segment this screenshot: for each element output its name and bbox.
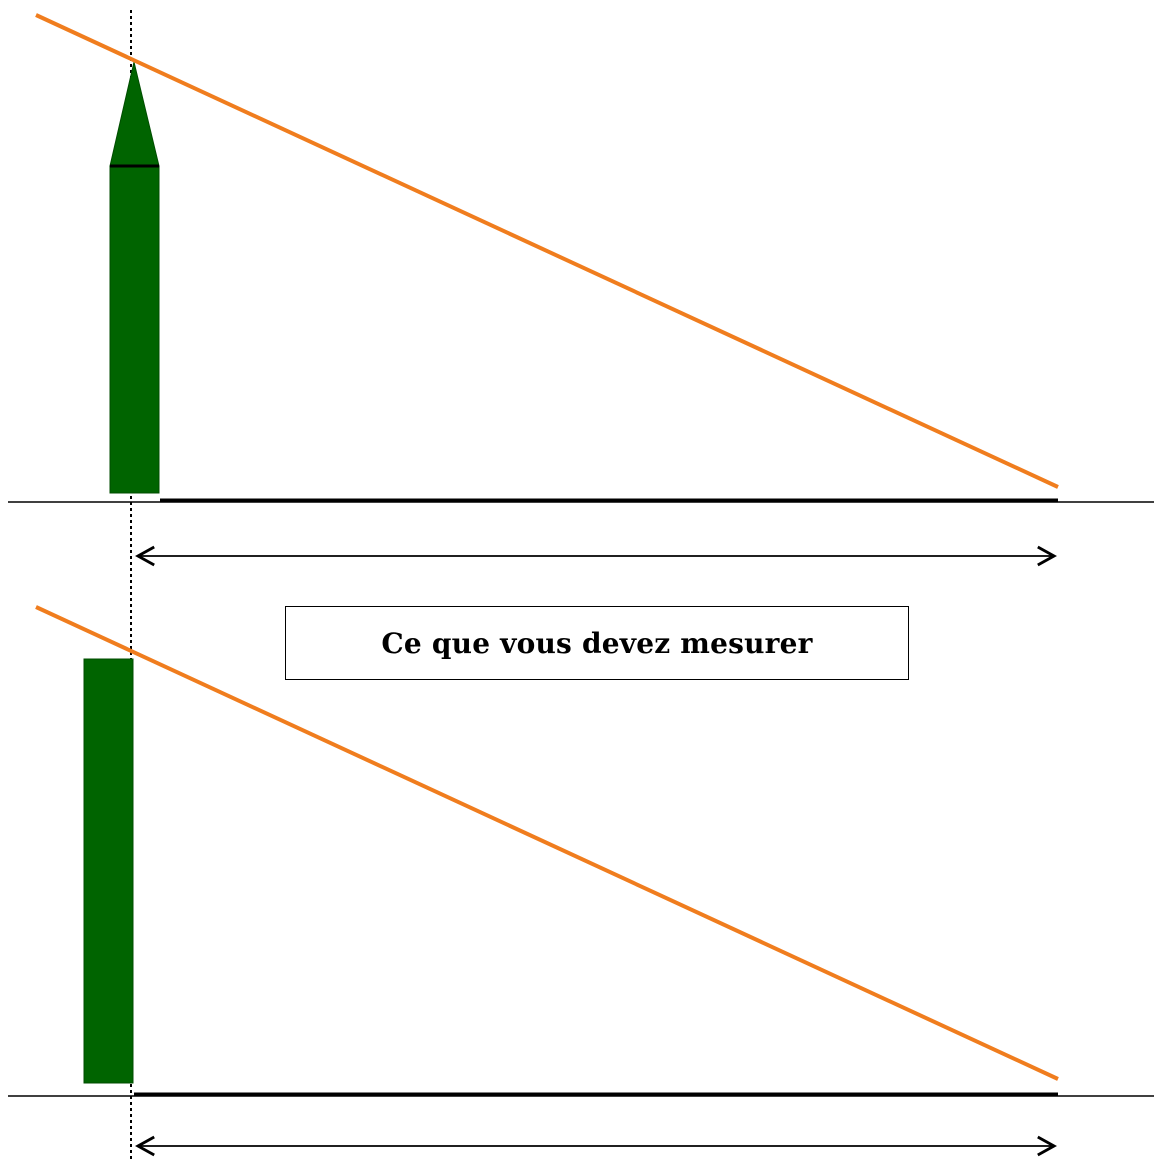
top-object-body (109, 165, 160, 494)
bottom-object-body (83, 658, 134, 1084)
top-panel (8, 13, 1154, 567)
caption-box: Ce que vous devez mesurer (285, 606, 909, 680)
caption-text: Ce que vous devez mesurer (381, 626, 813, 660)
bottom-panel (8, 605, 1154, 1157)
top-sight-line (35, 13, 1059, 489)
bottom-sight-line (35, 605, 1059, 1081)
top-object-tip (109, 61, 160, 167)
